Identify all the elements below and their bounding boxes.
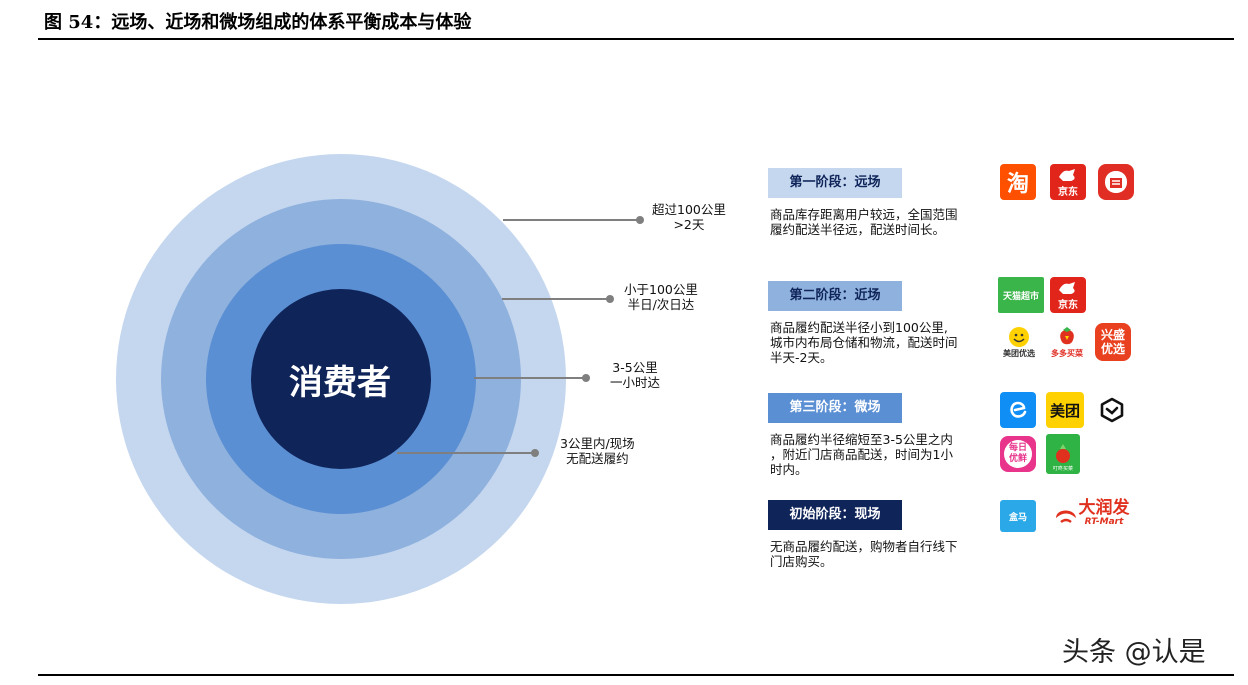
leader-dot-near: [606, 295, 614, 303]
hexagon-check-icon: [1100, 397, 1124, 423]
ring-label-local-line1: 3公里内/现场: [560, 436, 635, 451]
rt-mart-text: 大润发 RT-Mart: [1078, 498, 1130, 529]
stage-desc-local: 无商品履约配送，购物者自行线下 门店购买。: [770, 539, 958, 569]
dingdong-text: 叮咚买菜: [1052, 466, 1073, 472]
ele-icon: [1010, 401, 1027, 418]
ring-label-far: 超过100公里 >2天: [652, 202, 726, 232]
stage-desc-micro: 商品履约半径缩短至3-5公里之内 ，附近门店商品配送，时间为1小 时内。: [770, 432, 953, 477]
rt-mart-cn: 大润发: [1078, 498, 1130, 518]
stage-desc-near-line: 城市内布局仓储和物流，配送时间: [770, 335, 958, 350]
stage-box-far: 第一阶段：远场: [768, 168, 902, 198]
dingdong-maicai-logo: 叮咚买菜: [1046, 434, 1080, 474]
meituan-youxuan-logo: 美团优选: [1000, 322, 1038, 362]
stage-desc-near: 商品履约配送半径小到100公里, 城市内布局仓储和物流，配送时间 半天-2天。: [770, 320, 958, 365]
ring-label-far-line2: >2天: [673, 217, 705, 232]
ring-label-local: 3公里内/现场 无配送履约: [560, 436, 635, 466]
stage-desc-far-line: 商品库存距离用户较远，全国范围: [770, 207, 958, 222]
meituan-logo: 美团: [1046, 392, 1084, 428]
ring-label-local-line2: 无配送履约: [566, 451, 629, 466]
watermark: 头条 @认是: [1062, 637, 1206, 668]
pinduoduo-icon: [1105, 171, 1127, 193]
jd-logo-text: 京东: [1058, 299, 1078, 311]
ring-core: [251, 289, 431, 469]
bottom-rule: [38, 674, 1234, 676]
leader-dot-micro: [582, 374, 590, 382]
rt-mart-en: RT-Mart: [1084, 517, 1124, 527]
xingsheng-text-2: 优选: [1100, 342, 1125, 356]
jd-logo-text: 京东: [1058, 186, 1078, 198]
stage-desc-local-line: 门店购买。: [770, 554, 833, 569]
smiley-icon: [1009, 326, 1029, 347]
ring-label-micro-line2: 一小时达: [610, 375, 661, 390]
stage-box-micro: 第三阶段：微场: [768, 393, 902, 423]
ring-label-near: 小于100公里 半日/次日达: [624, 282, 698, 312]
hema-logo: 盒马: [1000, 500, 1036, 532]
rt-mart-logo: 大润发 RT-Mart: [1046, 496, 1136, 534]
top-rule: [38, 38, 1234, 40]
xingsheng-text-1: 兴盛: [1100, 328, 1125, 342]
xingsheng-youxuan-logo: 兴盛 优选: [1095, 323, 1131, 361]
meiri-text-1: 每日: [1008, 443, 1027, 453]
stage-desc-local-line: 无商品履约配送，购物者自行线下: [770, 539, 958, 554]
stage-desc-micro-line: 时内。: [770, 462, 808, 477]
tmall-supermarket-logo: 天猫超市: [998, 277, 1044, 313]
jd-dog-icon: [1059, 281, 1075, 294]
leader-dot-far: [636, 216, 644, 224]
radish-icon: [1056, 444, 1070, 463]
duoduo-maicai-logo: 多多买菜: [1046, 322, 1088, 362]
ring-label-far-line1: 超过100公里: [652, 202, 726, 217]
meiri-youxian-badge: 每日 优鲜: [1004, 440, 1032, 468]
stage-desc-micro-line: ，附近门店商品配送，时间为1小: [770, 447, 953, 462]
ring-label-micro: 3-5公里 一小时达: [610, 360, 660, 390]
ele-me-logo: [1000, 392, 1036, 428]
pinduoduo-logo: [1098, 164, 1134, 200]
stage-desc-near-line: 商品履约配送半径小到100公里,: [770, 320, 948, 335]
stage-desc-far-line: 履约配送半径远，配送时间长。: [770, 222, 946, 237]
stage-box-local: 初始阶段：现场: [768, 500, 902, 530]
ring-label-near-line1: 小于100公里: [624, 282, 698, 297]
jd-dog-icon: [1059, 168, 1075, 181]
rt-mart-swoosh-icon: [1055, 510, 1076, 523]
taobao-logo: 淘: [1000, 164, 1036, 200]
stage-box-near: 第二阶段：近场: [768, 281, 902, 311]
stage-desc-micro-line: 商品履约半径缩短至3-5公里之内: [770, 432, 953, 447]
strawberry-icon: [1060, 326, 1074, 344]
meiri-youxian-logo: 每日 优鲜: [1000, 436, 1036, 472]
ring-label-micro-line1: 3-5公里: [612, 360, 658, 375]
jd-logo: 京东: [1050, 277, 1086, 313]
jd-logo: 京东: [1050, 164, 1086, 200]
jd-daojia-logo: [1094, 392, 1130, 428]
duoduo-maicai-text: 多多买菜: [1051, 348, 1083, 358]
meituan-youxuan-text: 美团优选: [1003, 348, 1035, 358]
meiri-text-2: 优鲜: [1008, 454, 1027, 464]
ring-label-near-line2: 半日/次日达: [627, 297, 695, 312]
figure-title: 图 54：远场、近场和微场组成的体系平衡成本与体验: [44, 12, 472, 33]
stage-desc-far: 商品库存距离用户较远，全国范围 履约配送半径远，配送时间长。: [770, 207, 958, 237]
leader-dot-local: [531, 449, 539, 457]
center-label-consumer: 消费者: [289, 363, 391, 403]
stage-desc-near-line: 半天-2天。: [770, 350, 833, 365]
